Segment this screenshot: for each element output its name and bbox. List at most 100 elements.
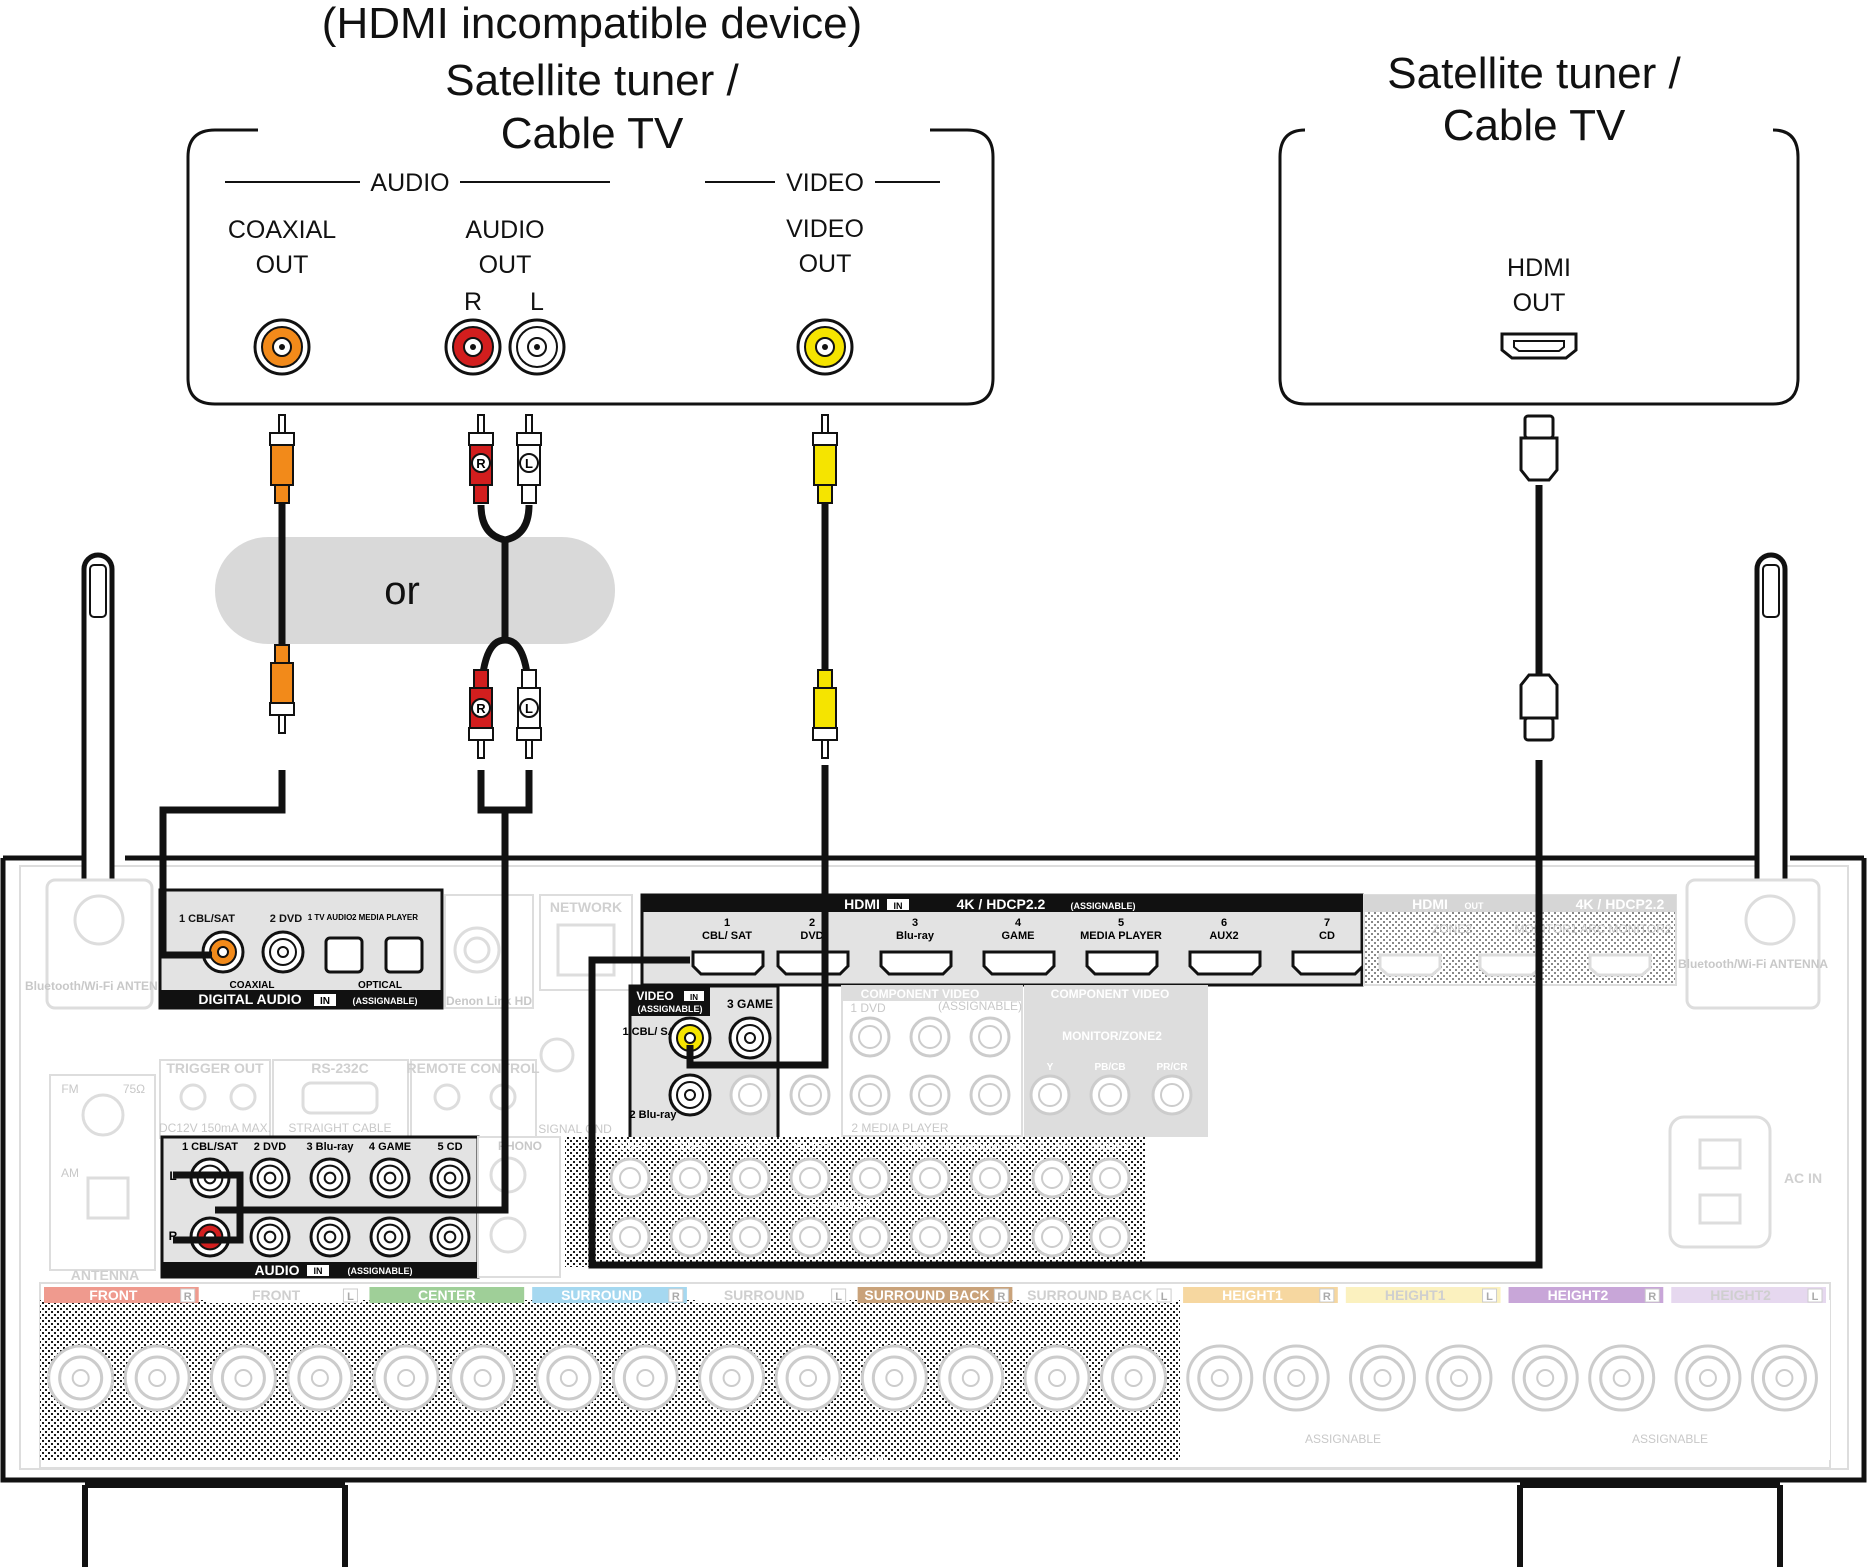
speaker-terminal[interactable] xyxy=(1100,1344,1168,1412)
hdmi-in-3-port[interactable] xyxy=(879,950,953,976)
preout-subwoofer: SUBWOOFER xyxy=(810,1200,870,1210)
preout-jack[interactable] xyxy=(969,1216,1011,1258)
hdmi-in-input-6-label: AUX2 xyxy=(1209,930,1238,942)
preout-center: CENTER xyxy=(789,1142,830,1153)
hdmi-out-bar-label: HDMI xyxy=(1412,896,1448,912)
optical-1-port[interactable] xyxy=(324,936,364,974)
preout-jack[interactable] xyxy=(729,1157,771,1199)
speaker-terminal[interactable] xyxy=(1349,1344,1416,1412)
preout-jack[interactable] xyxy=(669,1157,711,1199)
analog-audio-bar-label: AUDIO xyxy=(254,1262,299,1278)
component-jack[interactable] xyxy=(849,1016,891,1058)
component-jack[interactable] xyxy=(729,1074,771,1116)
component-jack[interactable] xyxy=(969,1074,1011,1116)
preout-jack[interactable] xyxy=(1089,1157,1131,1199)
analog-audio-3-l-jack[interactable] xyxy=(309,1157,351,1199)
speaker-channel-side: R xyxy=(672,1291,680,1303)
bt-antenna-label-left: Bluetooth/Wi-Fi ANTENNA xyxy=(25,979,175,993)
speaker-channel-name: HEIGHT1 xyxy=(1222,1287,1283,1303)
plug-side-label: R xyxy=(476,456,486,471)
video-out-jack[interactable] xyxy=(796,318,854,376)
speaker-terminal[interactable] xyxy=(774,1344,842,1412)
audio-out-r-jack[interactable] xyxy=(444,318,502,376)
hdmi-in-input-5-label: MEDIA PLAYER xyxy=(1080,930,1162,942)
analog-audio-4-r-jack[interactable] xyxy=(369,1216,411,1258)
analog-audio-3-r-jack[interactable] xyxy=(309,1216,351,1258)
speaker-terminal[interactable] xyxy=(449,1344,517,1412)
analog-audio-2-l-jack[interactable] xyxy=(249,1157,291,1199)
analog-audio-5-l-jack[interactable] xyxy=(429,1157,471,1199)
component-jack[interactable] xyxy=(909,1074,951,1116)
speaker-terminal[interactable] xyxy=(47,1344,115,1412)
speaker-terminal[interactable] xyxy=(286,1344,354,1412)
preout-jack[interactable] xyxy=(789,1216,831,1258)
preout-jack[interactable] xyxy=(609,1157,651,1199)
preout-jack[interactable] xyxy=(729,1216,771,1258)
component-jack[interactable] xyxy=(1089,1074,1131,1116)
analog-audio-2-r-jack[interactable] xyxy=(249,1216,291,1258)
preout-jack[interactable] xyxy=(1089,1216,1131,1258)
left-device-subtitle: (HDMI incompatible device) xyxy=(322,0,862,48)
speaker-terminal[interactable] xyxy=(1511,1344,1579,1412)
speaker-terminal[interactable] xyxy=(535,1344,603,1412)
video-in-tag: IN xyxy=(690,993,698,1002)
speaker-terminal[interactable] xyxy=(1023,1344,1091,1412)
speaker-channel-header xyxy=(1183,1287,1338,1303)
coaxial-out-jack[interactable] xyxy=(253,318,311,376)
video-out-label-2: OUT xyxy=(799,250,852,278)
preout-jack[interactable] xyxy=(849,1157,891,1199)
speaker-terminal[interactable] xyxy=(1262,1344,1330,1412)
preout-jack[interactable] xyxy=(909,1157,951,1199)
hdmi-in-2-port[interactable] xyxy=(776,950,850,976)
network-port[interactable] xyxy=(556,923,616,977)
preout-jack[interactable] xyxy=(849,1216,891,1258)
speaker-channel-side: R xyxy=(1648,1291,1656,1303)
component-jack[interactable] xyxy=(789,1074,831,1116)
preout-jack[interactable] xyxy=(969,1157,1011,1199)
speaker-terminal[interactable] xyxy=(611,1344,679,1412)
speaker-terminal[interactable] xyxy=(1750,1344,1818,1412)
component-jack[interactable] xyxy=(1151,1074,1193,1116)
preout-jack[interactable] xyxy=(1031,1157,1073,1199)
preout-jack[interactable] xyxy=(909,1216,951,1258)
analog-audio-5-r-jack[interactable] xyxy=(429,1216,471,1258)
antenna-ohm-label: 75Ω xyxy=(123,1082,145,1096)
speaker-terminal[interactable] xyxy=(1588,1344,1656,1412)
hdmi-in-5-port[interactable] xyxy=(1085,950,1159,976)
audio-out-l-jack[interactable] xyxy=(508,318,566,376)
preout-jack[interactable] xyxy=(789,1157,831,1199)
analog-audio-input-1: 1 CBL/SAT xyxy=(182,1141,238,1153)
component-video-area: COMPONENT VIDEO (ASSIGNABLE) 1 DVD 2 MED… xyxy=(841,985,1208,1137)
preout-jack[interactable] xyxy=(609,1216,651,1258)
speaker-terminal[interactable] xyxy=(937,1344,1005,1412)
digital-audio-in-tag: IN xyxy=(320,996,330,1007)
component-jack[interactable] xyxy=(969,1016,1011,1058)
speaker-channel-name: CENTER xyxy=(418,1287,476,1303)
hdmi-out-tag: OUT xyxy=(1465,901,1485,911)
speaker-terminal[interactable] xyxy=(1425,1344,1493,1412)
hdmi-in-1-port[interactable] xyxy=(691,950,765,976)
hdmi-out-port[interactable] xyxy=(1500,332,1578,360)
hdmi-in-6-port[interactable] xyxy=(1188,950,1262,976)
hdmi-in-input-3-label: Blu-ray xyxy=(896,930,935,942)
optical-2-port[interactable] xyxy=(384,936,424,974)
speaker-terminal[interactable] xyxy=(860,1344,928,1412)
hdmi-in-4-port[interactable] xyxy=(982,950,1056,976)
component-jack[interactable] xyxy=(909,1016,951,1058)
audio-group-label: AUDIO xyxy=(370,169,449,197)
preout-jack[interactable] xyxy=(1031,1216,1073,1258)
preout-jack[interactable] xyxy=(669,1216,711,1258)
hdmi-in-input-2-label: DVD xyxy=(800,930,823,942)
speaker-terminal[interactable] xyxy=(1674,1344,1742,1412)
hdmi-in-7-port[interactable] xyxy=(1291,950,1365,976)
speaker-terminal[interactable] xyxy=(372,1344,440,1412)
analog-audio-4-l-jack[interactable] xyxy=(369,1157,411,1199)
speaker-terminal[interactable] xyxy=(123,1344,191,1412)
speaker-terminal[interactable] xyxy=(698,1344,766,1412)
speaker-terminal[interactable] xyxy=(209,1344,277,1412)
component-jack[interactable] xyxy=(849,1074,891,1116)
speakers-assignable-1: ASSIGNABLE xyxy=(1305,1432,1381,1446)
speaker-channel-header xyxy=(369,1287,525,1303)
component-jack[interactable] xyxy=(1029,1074,1071,1116)
speaker-terminal[interactable] xyxy=(1186,1344,1254,1412)
